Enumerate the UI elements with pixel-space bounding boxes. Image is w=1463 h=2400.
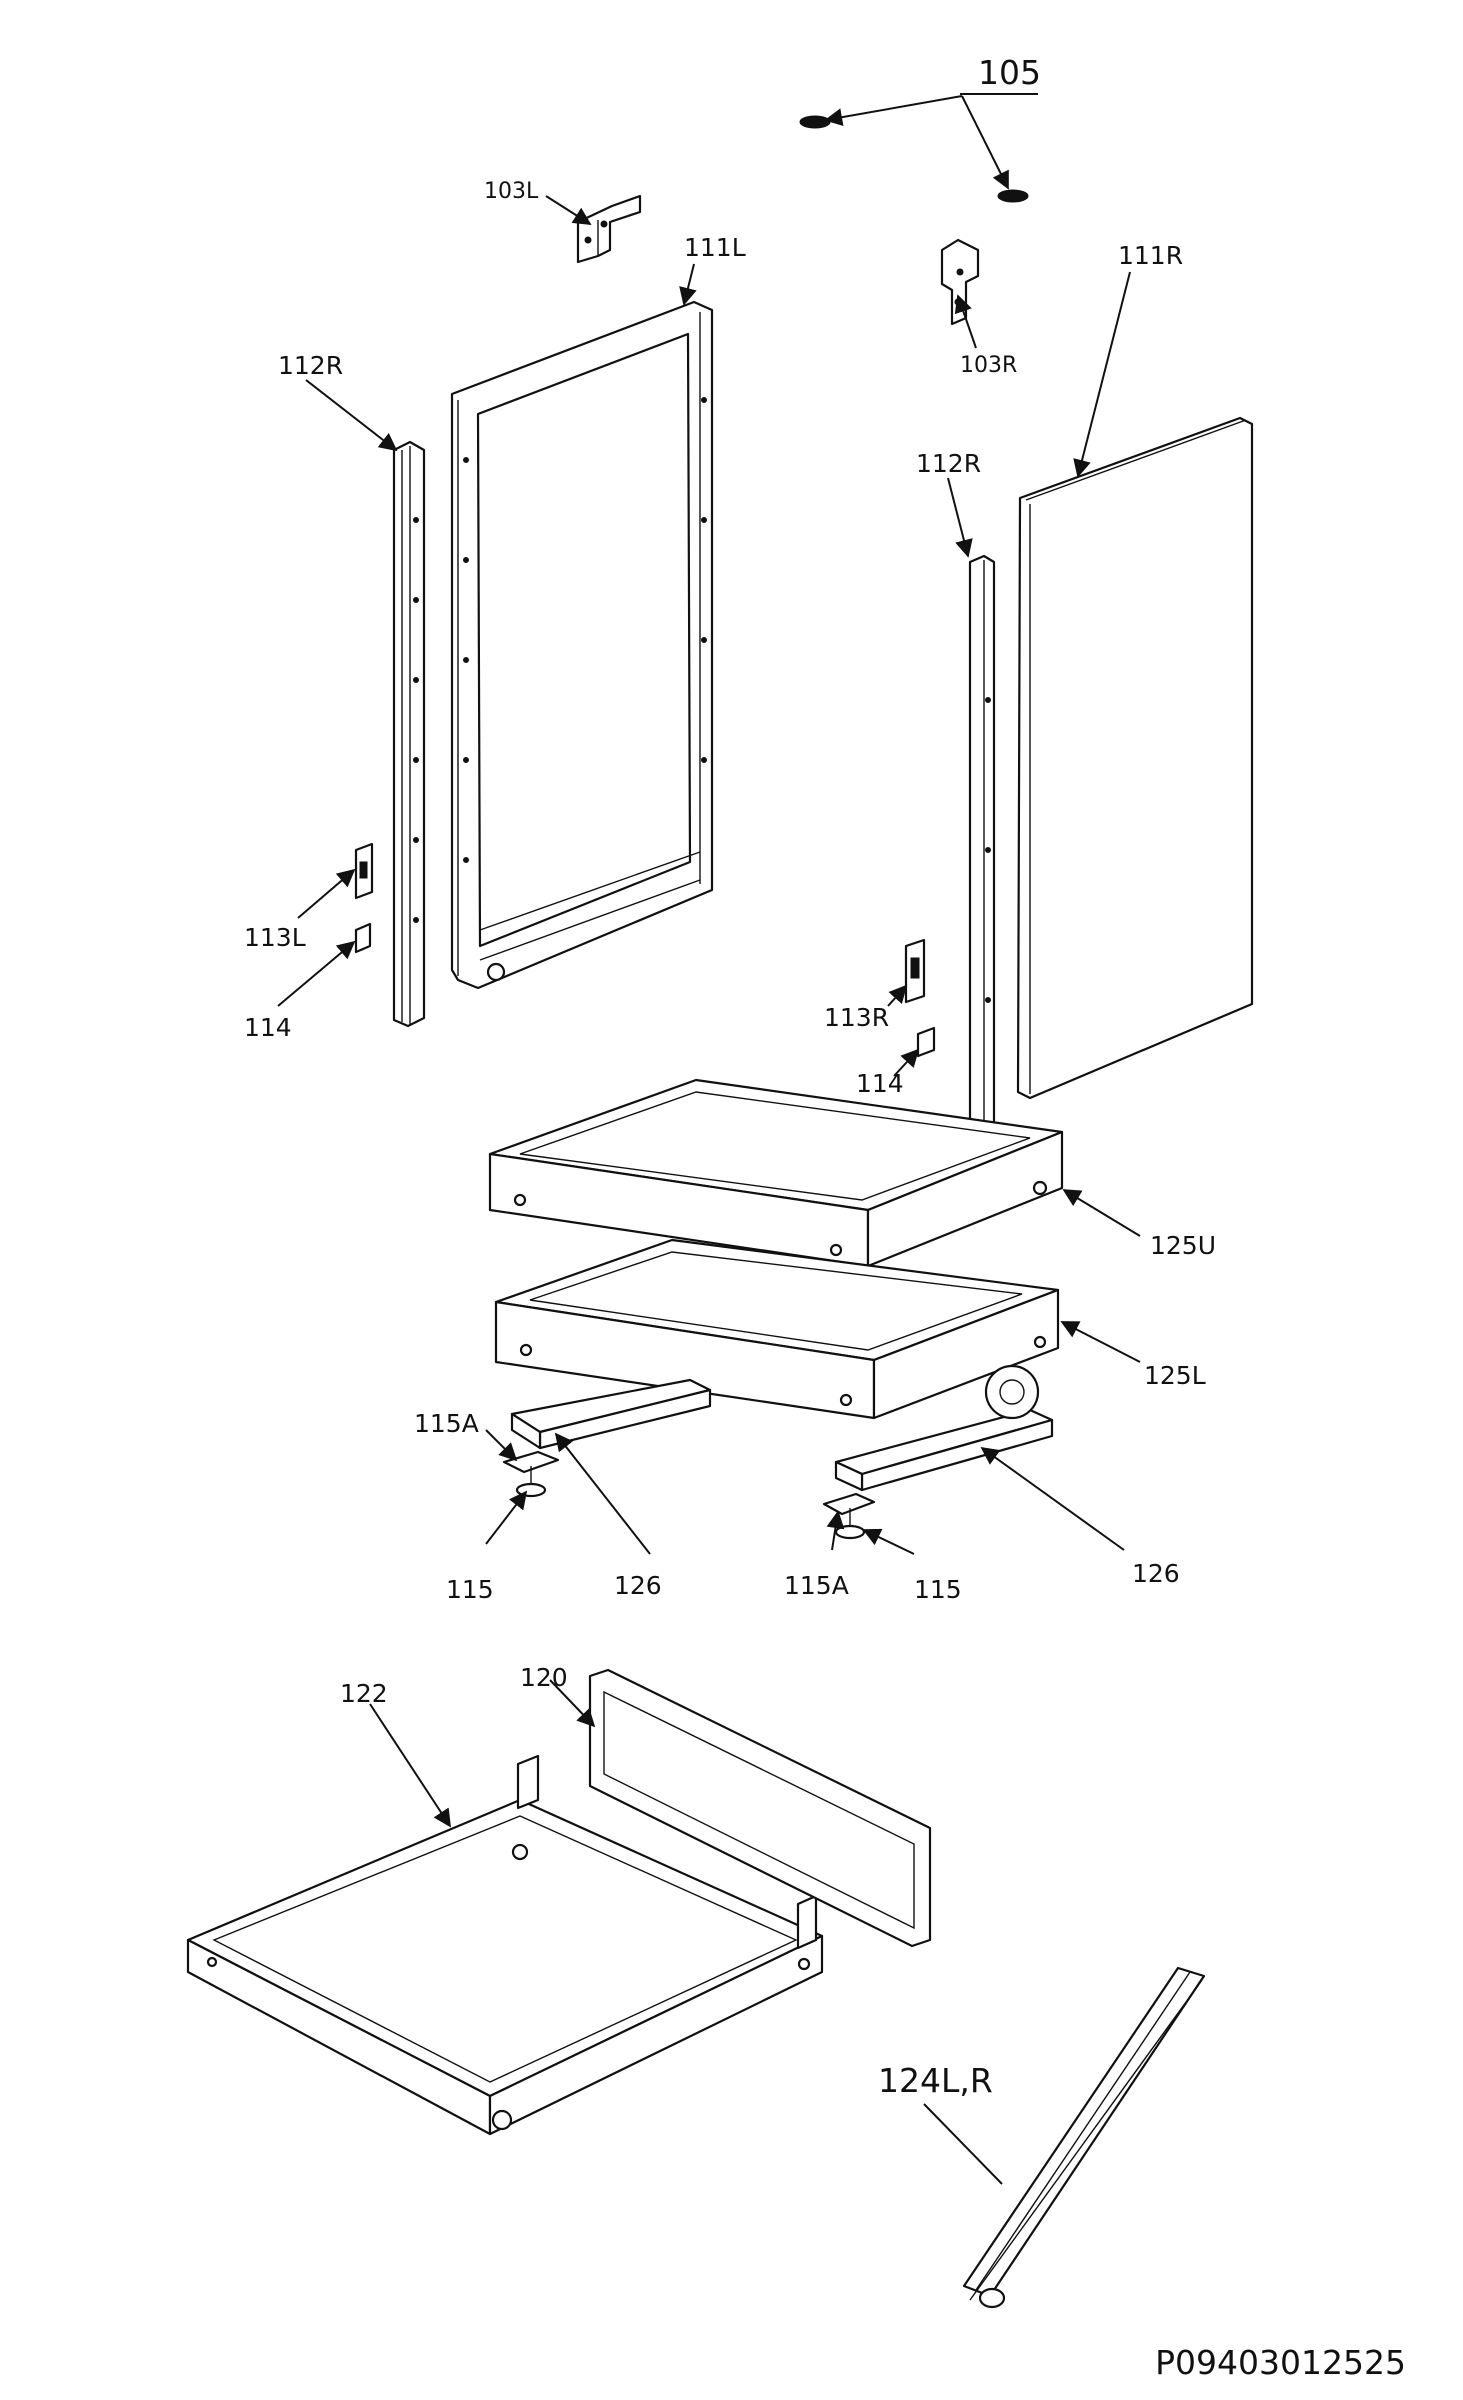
part-113L-latch xyxy=(354,842,374,900)
part-114-left-clip xyxy=(354,922,372,954)
part-115A-left-plate xyxy=(502,1450,560,1474)
callout-126-left: 126 xyxy=(614,1571,662,1600)
callout-115-right: 115 xyxy=(914,1575,962,1604)
callout-113L: 113L xyxy=(244,923,306,952)
callout-122: 122 xyxy=(340,1679,388,1708)
callout-124LR: 124L,R xyxy=(878,2061,993,2100)
part-115A-right-plate xyxy=(822,1492,876,1516)
callout-125U: 125U xyxy=(1150,1231,1216,1260)
callout-105: 105 xyxy=(978,53,1041,92)
part-126-left-rail xyxy=(510,1378,712,1450)
part-112R-right-strip xyxy=(968,554,996,1150)
callout-111L: 111L xyxy=(684,233,746,262)
part-125L-lower-frame xyxy=(494,1238,1060,1420)
part-124LR-slide-rail xyxy=(962,1966,1206,2309)
part-111R-right-panel xyxy=(1016,416,1254,1100)
part-126-right-rail xyxy=(834,1364,1054,1492)
part-112R-left-strip xyxy=(392,440,426,1028)
callout-114-left: 114 xyxy=(244,1013,292,1042)
callout-125L: 125L xyxy=(1144,1361,1206,1390)
callout-126-right: 126 xyxy=(1132,1559,1180,1588)
part-103L-hinge-bracket xyxy=(576,194,642,264)
callout-103R: 103R xyxy=(960,353,1017,378)
part-111L-left-frame xyxy=(450,300,714,990)
callout-115A-left: 115A xyxy=(414,1409,479,1438)
part-122-drawer-tray xyxy=(186,1754,824,2136)
part-103R-hinge-bracket xyxy=(940,238,980,326)
callout-103L: 103L xyxy=(484,179,539,204)
leader-lines xyxy=(277,93,1141,2185)
callout-112R-right: 112R xyxy=(916,449,981,478)
callout-115-left: 115 xyxy=(446,1575,494,1604)
callout-113R: 113R xyxy=(824,1003,889,1032)
part-113R-latch xyxy=(904,938,926,1004)
callout-112R-left: 112R xyxy=(278,351,343,380)
callout-111R: 111R xyxy=(1118,241,1183,270)
callout-115A-right: 115A xyxy=(784,1571,849,1600)
callout-120: 120 xyxy=(520,1663,568,1692)
callout-114-right: 114 xyxy=(856,1069,904,1098)
part-114-right-clip xyxy=(916,1026,936,1058)
part-120-front-panel xyxy=(588,1668,932,1948)
part-105-caps xyxy=(799,115,1029,203)
drawing-code: P09403012525 xyxy=(1155,2343,1406,2382)
